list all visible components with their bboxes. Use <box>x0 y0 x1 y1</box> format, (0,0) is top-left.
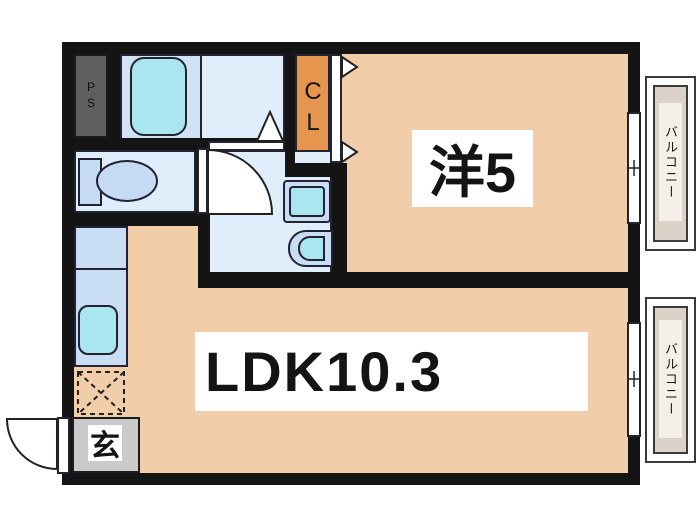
washing-machine-pan-inner <box>289 186 325 217</box>
ldk-label-box: LDK10.3 <box>195 332 588 411</box>
balcony-upper-label: バルコニー <box>659 103 682 221</box>
western-room-label-box: 洋5 <box>412 130 533 207</box>
balcony-lower: バルコニー <box>645 297 696 463</box>
washbasin-bowl <box>298 236 325 261</box>
western-room-label: 洋5 <box>428 141 517 204</box>
pipe-space: PS <box>74 54 108 138</box>
entrance-area: 玄 <box>72 417 140 473</box>
wall-ps-right <box>108 54 120 150</box>
pipe-space-label: PS <box>84 80 98 112</box>
closet-door <box>330 54 342 163</box>
wall-closet-bottom <box>285 163 347 177</box>
ldk-label: LDK10.3 <box>205 340 444 403</box>
kitchen-sink <box>78 305 118 355</box>
kitchen-counter-divider <box>74 268 128 270</box>
entrance-label: 玄 <box>90 430 120 463</box>
ldk-floor-kitchen-strip <box>126 226 198 288</box>
wall-washroom-right <box>332 163 347 288</box>
wall-toilet-bottom <box>62 213 210 226</box>
toilet-bowl <box>96 160 158 202</box>
window-upper <box>627 112 641 224</box>
closet: CL <box>295 54 330 163</box>
closet-label: CL <box>299 77 327 140</box>
entrance-door-swing <box>5 418 58 471</box>
wall-ldk-top <box>198 272 640 288</box>
wall-bath-closet <box>285 42 295 175</box>
balcony-lower-label: バルコニー <box>659 320 682 438</box>
bathroom-door-threshold <box>208 141 285 151</box>
window-lower <box>627 322 641 437</box>
balcony-upper: バルコニー <box>645 76 696 251</box>
bathtub <box>130 57 187 136</box>
washroom-door-leaf <box>197 148 208 214</box>
wall-washroom-left <box>198 213 210 288</box>
entrance-label-box: 玄 <box>88 425 122 463</box>
entrance-door-leaf <box>57 417 70 474</box>
